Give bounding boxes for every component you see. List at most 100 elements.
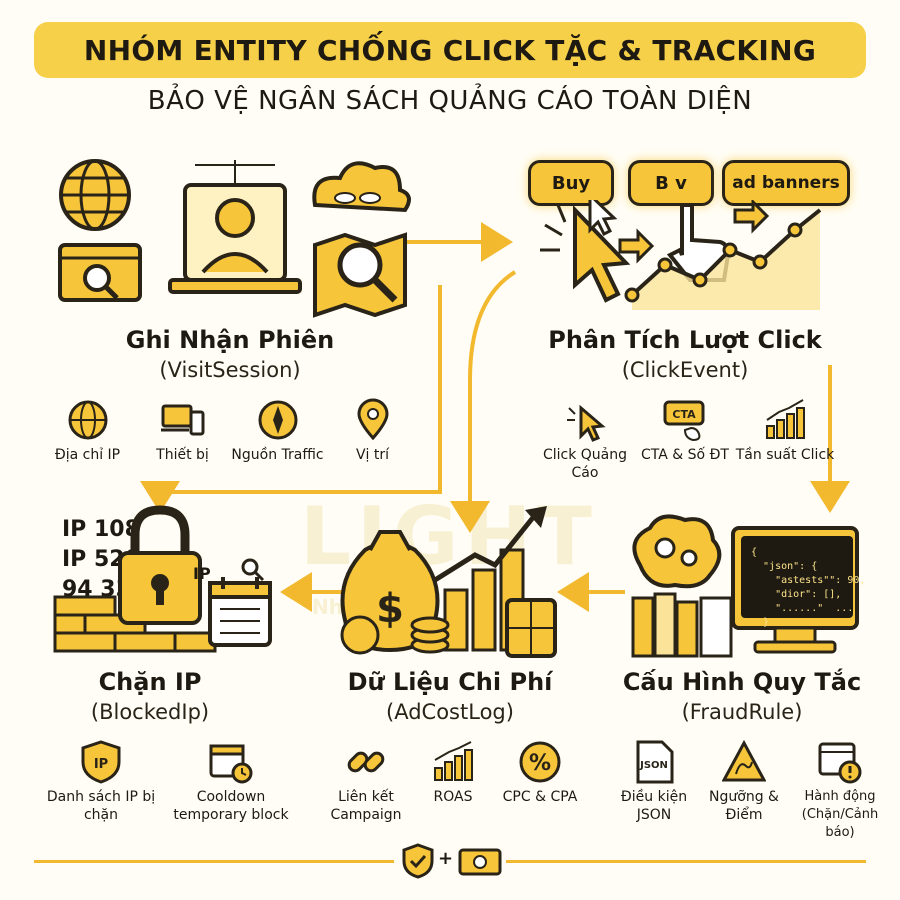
feature-location: Vị trí (325, 398, 420, 464)
devices-icon (160, 404, 204, 436)
page-subtitle: BẢO VỆ NGÂN SÁCH QUẢNG CÁO TOÀN DIỆN (147, 86, 753, 116)
cost-entity: (AdCostLog) (386, 700, 514, 724)
footer-divider-right (506, 860, 866, 863)
session-features: Địa chỉ IP Thiết bị Nguồn Traffic Vị trí (40, 398, 420, 464)
feature-traffic-source: Nguồn Traffic (230, 398, 325, 464)
calendar-clock-icon (209, 744, 253, 784)
calendar-icon (208, 577, 272, 647)
arrow-right-icon (618, 200, 770, 264)
feature-json-condition: JSON Điều kiện JSON (610, 740, 698, 842)
feature-label: Ngưỡng & Điểm (709, 789, 779, 823)
block-title: Chặn IP (98, 668, 202, 696)
block-features: IP Danh sách IP bị chặn Cooldown tempora… (46, 740, 296, 824)
feature-label: Thiết bị (156, 447, 209, 463)
watermark-brand: LIGHT (300, 490, 598, 583)
cursor-small-icon (588, 200, 618, 237)
ip-shield-icon: IP (81, 740, 121, 784)
compass-icon (258, 400, 297, 440)
trend-line-chart-icon (624, 208, 822, 310)
json-file-icon: JSON (636, 740, 674, 784)
feature-action: Hành động (Chặn/Cảnh báo) (790, 740, 890, 842)
svg-text:$: $ (376, 586, 404, 632)
feature-label: Cooldown temporary block (173, 789, 289, 823)
feature-cta-phone: CTA CTA & Số ĐT (635, 398, 735, 482)
feature-ip-address: Địa chỉ IP (40, 398, 135, 464)
svg-text:%: % (529, 751, 551, 776)
feature-label: CPC & CPA (502, 789, 578, 805)
cta-phone-icon: CTA (663, 400, 705, 442)
feature-label: Nguồn Traffic (231, 447, 324, 463)
browser-search-icon (58, 243, 142, 302)
user-laptop-icon (168, 160, 302, 294)
json-code-block: { "json": { "astests"": 90, "dior": [], … (741, 536, 865, 628)
map-search-icon (313, 232, 407, 318)
warning-threshold-icon (722, 740, 766, 782)
cash-icon (458, 848, 502, 876)
cost-illustration: $ (340, 506, 557, 658)
ad-button-buy: Buy (528, 160, 614, 206)
footer-plus: + (438, 848, 454, 869)
search-icon (241, 558, 265, 582)
feature-label: CTA & Số ĐT (641, 447, 729, 463)
feature-label: Vị trí (355, 447, 390, 463)
ip-tag: IP (193, 564, 211, 583)
feature-device: Thiết bị (135, 398, 230, 464)
brick-wall-icon (53, 595, 217, 653)
globe-icon (59, 159, 131, 231)
feature-label: Địa chỉ IP (54, 447, 121, 463)
click-entity: (ClickEvent) (621, 358, 749, 382)
books-icon (631, 592, 733, 658)
session-title: Ghi Nhận Phiên (125, 326, 335, 354)
cursor-arrow-icon (540, 204, 631, 303)
feature-label: Liên kết Campaign (330, 789, 402, 823)
coin-stack-icon (340, 615, 450, 655)
feature-label: Danh sách IP bị chặn (46, 789, 156, 823)
padlock-icon (118, 505, 202, 625)
calculator-icon (505, 598, 557, 658)
bar-chart-icon (766, 399, 805, 439)
click-title: Phân Tích Lượt Click (548, 326, 822, 354)
click-features: Click Quảng Cáo CTA CTA & Số ĐT Tần suất… (535, 398, 835, 482)
location-pin-icon (356, 398, 389, 441)
ad-button-buy-2: B v (628, 160, 714, 206)
block-entity: (BlockedIp) (90, 700, 210, 724)
shield-check-icon (402, 843, 434, 879)
feature-cpc-cpa: % CPC & CPA (492, 740, 588, 824)
feature-blocked-ip-list: IP Danh sách IP bị chặn (46, 740, 156, 824)
blocked-ip-item: IP 108 (62, 517, 140, 542)
block-illustration (53, 505, 272, 653)
json-badge-text: JSON (639, 760, 668, 771)
feature-campaign-link: Liên kết Campaign (318, 740, 414, 824)
feature-ad-click: Click Quảng Cáo (535, 398, 635, 482)
click-illustration (540, 200, 822, 310)
rule-entity: (FraudRule) (681, 700, 803, 724)
feature-label: ROAS (433, 789, 473, 805)
roas-chart-icon (434, 741, 473, 781)
cursor-click-icon (567, 404, 606, 442)
cost-title: Dữ Liệu Chi Phí (347, 668, 553, 696)
feature-label: Tần suất Click (735, 447, 835, 463)
action-window-icon (818, 742, 862, 784)
arrow-session-to-block (140, 285, 442, 513)
brain-gears-icon (632, 514, 722, 589)
ip-badge-text: IP (94, 757, 108, 772)
rule-features: JSON Điều kiện JSON Ngưỡng & Điểm Hành đ… (610, 740, 890, 842)
rule-title: Cấu Hình Quy Tắc (622, 668, 862, 696)
ad-banner-button: ad banners (722, 160, 850, 206)
globe-icon (68, 400, 107, 440)
feature-cooldown: Cooldown temporary block (166, 740, 296, 824)
percent-icon: % (519, 741, 561, 783)
arrow-click-to-cost (450, 270, 517, 533)
feature-label: Click Quảng Cáo (542, 447, 628, 481)
feature-label: Hành động (Chặn/Cảnh báo) (801, 789, 879, 840)
feature-threshold-score: Ngưỡng & Điểm (700, 740, 788, 842)
cost-features: Liên kết Campaign ROAS % CPC & CPA (318, 740, 588, 824)
link-icon (347, 751, 385, 773)
footer-divider-left (34, 860, 394, 863)
session-illustration (58, 159, 411, 318)
session-entity: (VisitSession) (159, 358, 301, 382)
feature-click-frequency: Tần suất Click (735, 398, 835, 482)
page-title-bar: NHÓM ENTITY CHỐNG CLICK TẶC & TRACKING (34, 22, 866, 78)
feature-label: Điều kiện JSON (620, 789, 688, 823)
cloud-database-icon (312, 161, 411, 213)
